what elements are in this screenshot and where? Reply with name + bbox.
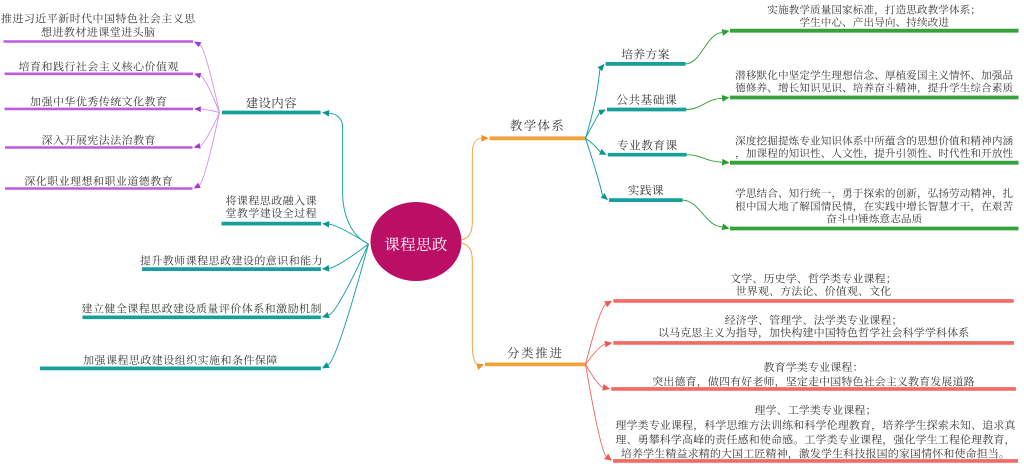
svg-text:，加课程的知识性、人文性，提升引领性、时代性和开放性: ，加课程的知识性、人文性，提升引领性、时代性和开放性 [735,146,1013,161]
svg-text:深化职业理想和职业道德教育: 深化职业理想和职业道德教育 [24,173,173,189]
svg-text:理学、工学类专业课程；: 理学、工学类专业课程； [754,402,876,418]
svg-text:公共基础课: 公共基础课 [616,91,677,108]
svg-text:将课程思政融入课: 将课程思政融入课 [225,192,317,208]
svg-text:培育和践行社会主义核心价值观: 培育和践行社会主义核心价值观 [19,58,179,74]
svg-text:突出德育，做四有好老师，坚定走中国特色社会主义教育发展道路: 突出德育，做四有好老师，坚定走中国特色社会主义教育发展道路 [652,373,974,389]
svg-text:课程思政: 课程思政 [384,233,448,255]
svg-text:提升教师课程思政建设的意识和能力: 提升教师课程思政建设的意识和能力 [140,252,323,268]
svg-text:实施教学质量国家标准，打造思政教学体系；: 实施教学质量国家标准，打造思政教学体系； [767,2,981,17]
svg-text:培养学生精益求精的大国工匠精神，激发学生科技报国的家国情怀和: 培养学生精益求精的大国工匠精神，激发学生科技报国的家国情怀和使命担当。 [621,445,1010,461]
svg-text:实践课: 实践课 [628,182,664,199]
svg-text:教学体系: 教学体系 [510,116,565,134]
svg-text:奋斗中锤炼意志品质: 奋斗中锤炼意志品质 [826,212,923,227]
svg-text:建设内容: 建设内容 [246,94,297,112]
svg-text:加强中华优秀传统文化教育: 加强中华优秀传统文化教育 [30,93,167,109]
svg-text:培养方案: 培养方案 [621,46,670,63]
svg-text:以马克思主义为指导，加快构建中国特色哲学社会科学学科体系: 以马克思主义为指导，加快构建中国特色哲学社会科学学科体系 [658,325,969,341]
svg-text:理学类专业课程，科学思维方法训练和科学伦理教育，培养学生探索: 理学类专业课程，科学思维方法训练和科学伦理教育，培养学生探索未知、追求真 [615,417,1016,433]
svg-text:学生中心、产出导向、持续改进: 学生中心、产出导向、持续改进 [799,15,949,30]
svg-text:推进习近平新时代中国特色社会主义思: 推进习近平新时代中国特色社会主义思 [1,11,196,27]
svg-text:德修养、增长知识见识、培养奋斗精神，提升学生综合素质: 德修养、增长知识见识、培养奋斗精神，提升学生综合素质 [735,81,1013,96]
svg-text:建立健全课程思政建设质量评价体系和激励机制: 建立健全课程思政建设质量评价体系和激励机制 [81,301,321,317]
svg-text:深入开展宪法法治教育: 深入开展宪法法治教育 [42,132,157,148]
svg-text:世界观、方法论、价值观、文化: 世界观、方法论、价值观、文化 [736,283,892,299]
svg-text:理、勇攀科学高峰的责任感和使命感。工学类专业课程，强化学生工: 理、勇攀科学高峰的责任感和使命感。工学类专业课程，强化学生工程伦理教育， [615,432,1015,448]
svg-text:堂教学建设全过程: 堂教学建设全过程 [225,205,317,221]
svg-text:文学、历史学、哲学类专业课程；: 文学、历史学、哲学类专业课程； [730,271,897,287]
svg-text:专业教育课: 专业教育课 [617,136,678,153]
svg-text:加强课程思政建设组织实施和条件保障: 加强课程思政建设组织实施和条件保障 [83,352,278,368]
svg-text:想进教材进课堂进头脑: 想进教材进课堂进头脑 [41,24,156,40]
svg-text:学思结合、知行统一，勇于探索的创新，弘扬劳动精神，扎: 学思结合、知行统一，勇于探索的创新，弘扬劳动精神，扎 [735,186,1013,201]
svg-text:潜移默化中坚定学生理想信念、厚植爱国主义情怀、加强品: 潜移默化中坚定学生理想信念、厚植爱国主义情怀、加强品 [735,68,1013,83]
svg-text:根中国大地了解国情民情，在实践中增长智慧才干，在艰苦: 根中国大地了解国情民情，在实践中增长智慧才干，在艰苦 [735,199,1013,214]
svg-text:深度挖掘提炼专业知识体系中所蕴含的思想价值和精神内涵: 深度挖掘提炼专业知识体系中所蕴含的思想价值和精神内涵 [735,133,1013,148]
svg-text:经济学、管理学、法学类专业课程；: 经济学、管理学、法学类专业课程； [725,312,903,328]
svg-text:分类推进: 分类推进 [507,343,564,361]
svg-text:教育学类专业课程：: 教育学类专业课程： [764,359,864,375]
